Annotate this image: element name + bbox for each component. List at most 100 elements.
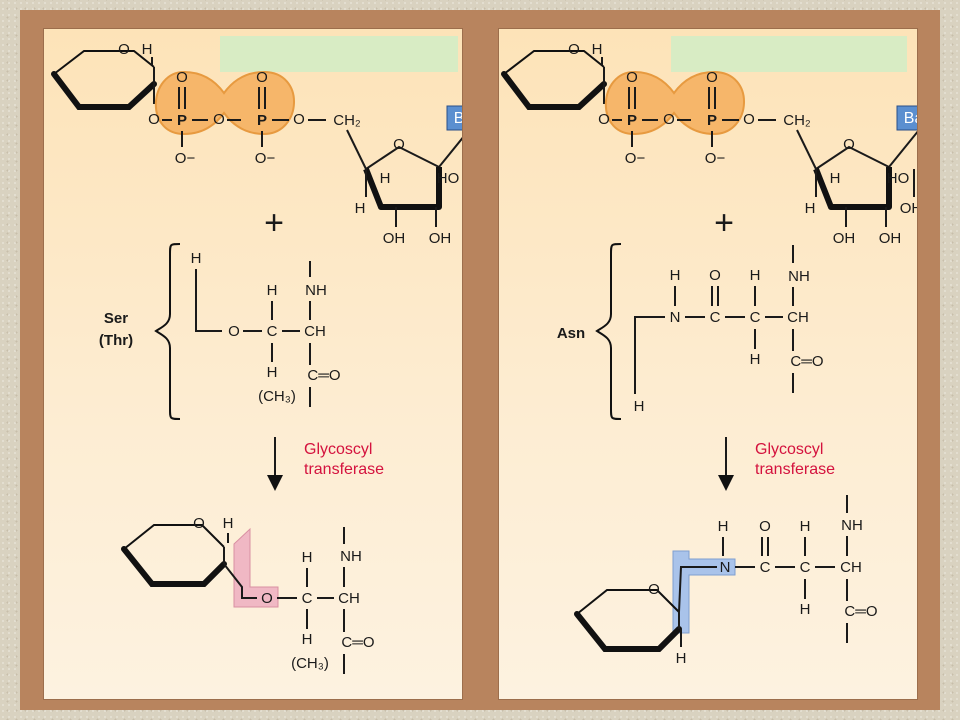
n-linked-product: O H H N C O C H H CH NH <box>574 495 878 667</box>
o-linked-product: O H O C H H (CH₃) CH NH C═O <box>121 515 375 674</box>
asn-carbonyl-carbon: C <box>710 309 721 326</box>
base-box <box>896 105 917 131</box>
phosphate-oxygen-left: O <box>598 111 610 128</box>
amide-nh: NH <box>305 282 327 299</box>
reaction-arrow: Glycoscyl transferase <box>718 437 835 491</box>
product-carbonyl-carbon: C <box>760 559 771 576</box>
serine-h-upper: H <box>267 282 278 299</box>
reaction-arrow: Glycoscyl transferase <box>267 437 384 491</box>
serine-oxygen: O <box>228 323 240 340</box>
o-linked-reaction-diagram: O H O P O P O O O− <box>51 41 463 674</box>
acceptor-h-top: H <box>191 250 202 267</box>
phosphorus-1: P <box>177 112 187 129</box>
base-box <box>446 105 462 131</box>
ribose-h-bottom: H <box>805 200 816 217</box>
product-ring-oxygen: O <box>193 515 205 532</box>
phosphate1-oxygen-top: O <box>176 69 188 86</box>
product-carbon: C <box>302 590 313 607</box>
ring-hydrogen: H <box>592 41 603 58</box>
n-linked-glycosylation-panel: O H O P O P O O O− O <box>498 28 918 700</box>
product-carbonyl-oxygen: O <box>759 518 771 535</box>
bridging-oxygen: O <box>213 111 225 128</box>
alpha-ch: CH <box>304 323 326 340</box>
panel-title-box <box>220 36 458 72</box>
panel-title-box <box>671 36 907 72</box>
phosphorus-1: P <box>627 112 637 129</box>
product-ring-oxygen: O <box>648 581 660 598</box>
o-linkage-highlight <box>233 527 279 608</box>
asn-label: Asn <box>557 325 585 342</box>
carbonyl: C═O <box>307 367 340 384</box>
base-label: Base <box>904 110 918 127</box>
product-c-o: C═O <box>844 603 877 620</box>
ribose-oh-left: OH <box>383 230 406 247</box>
product-methyl: (CH₃) <box>291 655 329 672</box>
ribose-ho: HO <box>887 170 910 187</box>
ribose-ho: HO <box>437 170 460 187</box>
asn-beta-h-bottom: H <box>750 351 761 368</box>
product-carbonyl: C═O <box>341 634 374 651</box>
donor-sugar-ring: O H <box>51 41 157 110</box>
ribose-h-bottom: H <box>355 200 366 217</box>
asn-carbonyl-oxygen: O <box>709 267 721 284</box>
base-label: Base <box>454 110 463 127</box>
ribose-oxygen: O <box>393 136 405 153</box>
asn-c-o: C═O <box>790 353 823 370</box>
ser-label: Ser <box>104 310 128 327</box>
phosphate2-oxygen-top: O <box>706 69 718 86</box>
product-h-bottom: H <box>302 631 313 648</box>
serine-acceptor: Ser (Thr) H O C H H (CH₃) CH NH C═O <box>99 243 341 420</box>
diagram-frame: O H O P O P O O O− <box>20 10 940 710</box>
asn-beta-carbon: C <box>750 309 761 326</box>
ch2-label: CH₂ <box>333 112 361 129</box>
phosphate2-oxygen-minus: O− <box>705 150 726 167</box>
product-alpha-ch: CH <box>338 590 360 607</box>
ribose-oh-mid: OH <box>879 230 902 247</box>
phosphate2-oxygen-minus: O− <box>255 150 276 167</box>
nucleotide-ribose: CH₂ O Base H H HO OH OH OH <box>783 105 918 247</box>
product-ring-h: H <box>676 650 687 667</box>
asparagine-acceptor: Asn H H N C O C H H CH NH <box>557 243 824 420</box>
product-beta-carbon: C <box>800 559 811 576</box>
enzyme-label-line1: Glycoscyl <box>304 441 372 458</box>
phosphate2-oxygen-top: O <box>256 69 268 86</box>
ribose-oxygen: O <box>843 136 855 153</box>
plus-sign: + <box>714 204 734 242</box>
phosphate-oxygen-right: O <box>293 111 305 128</box>
enzyme-label-line2: transferase <box>304 461 384 478</box>
n-linked-reaction-diagram: O H O P O P O O O− O <box>501 41 918 667</box>
o-linked-glycosylation-panel: O H O P O P O O O− <box>43 28 463 700</box>
donor-sugar-ring: O H <box>501 41 607 110</box>
serine-h-lower: H <box>267 364 278 381</box>
product-amide-h: H <box>718 518 729 535</box>
product-ring-h: H <box>223 515 234 532</box>
asn-beta-h-top: H <box>750 267 761 284</box>
product-h-top: H <box>302 549 313 566</box>
ribose-h-left: H <box>830 170 841 187</box>
product-nh: NH <box>841 517 863 534</box>
ring-hydrogen: H <box>142 41 153 58</box>
asn-h-bottom: H <box>634 398 645 415</box>
serine-carbon: C <box>267 323 278 340</box>
thr-label: (Thr) <box>99 332 133 349</box>
asn-nitrogen: N <box>670 309 681 326</box>
phosphorus-2: P <box>257 112 267 129</box>
phosphate-oxygen-left: O <box>148 111 160 128</box>
plus-sign: + <box>264 204 284 242</box>
phosphate-oxygen-right: O <box>743 111 755 128</box>
diphosphate-group: O P O P O O O− O O− <box>598 69 776 167</box>
phosphate1-oxygen-minus: O− <box>175 150 196 167</box>
product-nh: NH <box>340 548 362 565</box>
product-alpha-ch: CH <box>840 559 862 576</box>
asn-nh: NH <box>788 268 810 285</box>
ribose-oh-right: OH <box>900 200 918 217</box>
ribose-oh-mid: OH <box>429 230 452 247</box>
ribose-h-left: H <box>380 170 391 187</box>
product-beta-h-top: H <box>800 518 811 535</box>
product-nitrogen: N <box>720 559 731 576</box>
nucleotide-ribose: CH₂ O Base H H HO OH OH OH <box>333 105 463 247</box>
phosphorus-2: P <box>707 112 717 129</box>
phosphate1-oxygen-top: O <box>626 69 638 86</box>
amide-h: H <box>670 267 681 284</box>
bridging-oxygen: O <box>663 111 675 128</box>
